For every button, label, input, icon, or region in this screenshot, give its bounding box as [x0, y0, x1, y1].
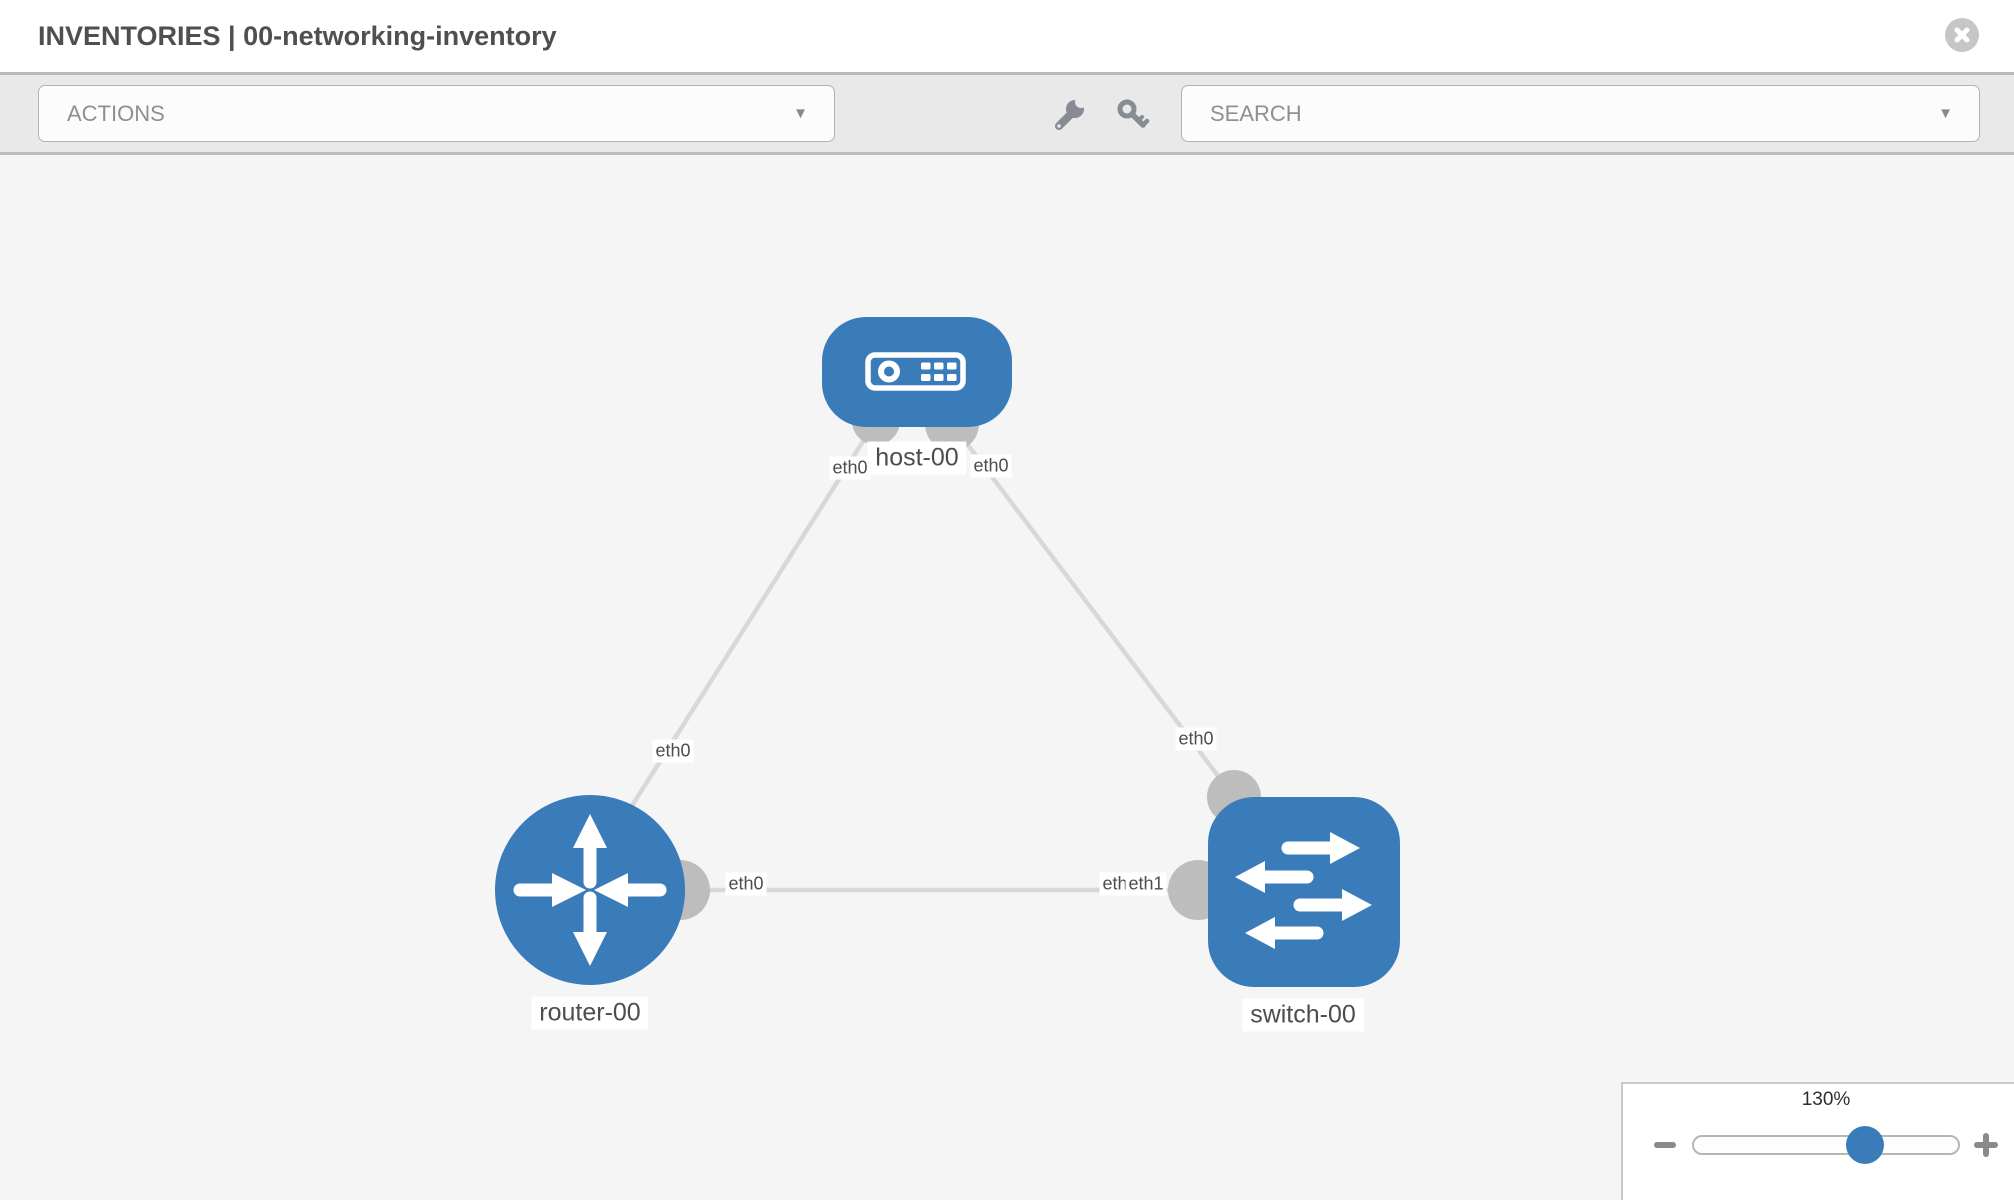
zoom-in-button[interactable]	[1974, 1133, 1998, 1157]
key-icon[interactable]	[1115, 97, 1151, 133]
window-header: INVENTORIES | 00-networking-inventory	[0, 0, 2014, 72]
search-dropdown[interactable]: SEARCH ▼	[1181, 85, 1980, 142]
host-icon	[865, 352, 966, 391]
router-icon	[513, 814, 667, 966]
interface-label-host-eth0-left: eth0	[829, 456, 871, 480]
close-button[interactable]	[1945, 18, 1979, 52]
plus-icon	[1983, 1133, 1989, 1157]
interface-label-router-eth0-top: eth0	[652, 739, 694, 763]
close-icon	[1954, 27, 1970, 43]
switch-icon	[1235, 832, 1372, 949]
node-label-switch: switch-00	[1242, 998, 1364, 1032]
node-switch[interactable]	[1208, 797, 1400, 987]
zoom-out-button[interactable]	[1654, 1142, 1676, 1148]
page-title: INVENTORIES | 00-networking-inventory	[38, 20, 557, 51]
zoom-slider-track[interactable]	[1692, 1135, 1960, 1155]
link-lines	[626, 419, 1236, 893]
topology-canvas[interactable]: host-00 eth0 eth0 eth0 eth0 eth0 eth1 et…	[0, 155, 2014, 1200]
interface-label-switch-eth1: eth1	[1125, 872, 1167, 896]
actions-dropdown[interactable]: ACTIONS ▼	[38, 85, 835, 142]
node-label-router: router-00	[531, 996, 649, 1030]
zoom-panel: 130%	[1621, 1082, 2014, 1200]
chevron-down-icon: ▼	[793, 105, 808, 122]
interface-circles	[650, 397, 1261, 920]
actions-dropdown-value: ACTIONS	[67, 100, 165, 126]
wrench-icon[interactable]	[1051, 97, 1087, 133]
zoom-level-label: 130%	[1801, 1089, 1851, 1110]
interface-label-router-eth0-right: eth0	[725, 872, 767, 896]
search-dropdown-value: SEARCH	[1210, 100, 1302, 126]
toolbar: ACTIONS ▼ SEARCH ▼	[0, 72, 2014, 155]
node-host[interactable]	[822, 317, 1012, 427]
interface-label-switch-eth0-top: eth0	[1175, 727, 1217, 751]
zoom-slider-thumb[interactable]	[1846, 1126, 1884, 1164]
chevron-down-icon: ▼	[1938, 105, 1953, 122]
node-label-host: host-00	[867, 441, 967, 475]
interface-label-host-eth0-right: eth0	[970, 454, 1012, 478]
node-router[interactable]	[495, 795, 685, 985]
